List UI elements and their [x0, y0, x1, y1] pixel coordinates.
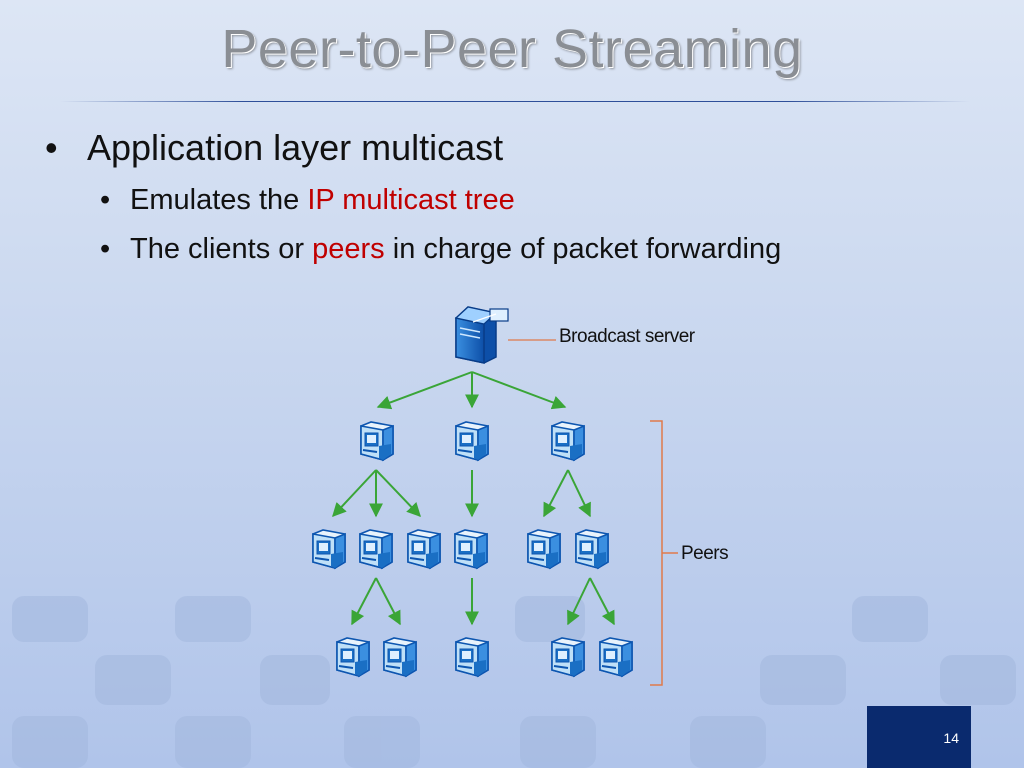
- peer-computer-icon: [527, 529, 561, 569]
- tree-edges: [332, 371, 615, 626]
- sub-bullet-text: The clients or: [130, 233, 313, 265]
- bullet-dot: •: [100, 233, 111, 265]
- bullet-application-layer-multicast: • Application layer multicast: [45, 127, 503, 169]
- peer-computer-icon: [551, 637, 585, 677]
- peer-computer-icon: [359, 529, 393, 569]
- highlight-peers: peers: [312, 233, 385, 265]
- peer-computer-icon: [312, 529, 346, 569]
- peer-computer-icon: [360, 421, 394, 461]
- sub-bullet-emulates: • Emulates the IP multicast tree: [100, 184, 515, 217]
- peer-computer-icon: [575, 529, 609, 569]
- peers-bracket: [650, 420, 678, 686]
- sub-bullet-text-suffix: in charge of packet forwarding: [384, 233, 782, 265]
- highlight-ip-multicast-tree: IP multicast tree: [307, 184, 515, 216]
- peer-computer-icon: [455, 421, 489, 461]
- peer-computer-icon: [454, 529, 488, 569]
- title-divider: [60, 101, 970, 102]
- peer-computer-icon: [599, 637, 633, 677]
- bullet-text: Application layer multicast: [87, 127, 504, 168]
- bullet-dot: •: [45, 127, 58, 168]
- peer-computer-icon: [336, 637, 370, 677]
- broadcast-server-label: Broadcast server: [559, 326, 695, 347]
- page-number-box: 14: [867, 706, 971, 768]
- sub-bullet-peers: • The clients or peers in charge of packe…: [100, 233, 781, 266]
- broadcast-server-icon: [454, 306, 509, 364]
- slide-title: Peer-to-Peer Streaming: [221, 19, 803, 79]
- sub-bullet-text: Emulates the: [130, 184, 308, 216]
- peer-computer-icon: [407, 529, 441, 569]
- peer-computer-icon: [551, 421, 585, 461]
- peers-label: Peers: [681, 543, 729, 564]
- peer-computer-icon: [455, 637, 489, 677]
- peer-computer-icon: [383, 637, 417, 677]
- bullet-dot: •: [100, 184, 111, 216]
- page-number: 14: [943, 730, 959, 746]
